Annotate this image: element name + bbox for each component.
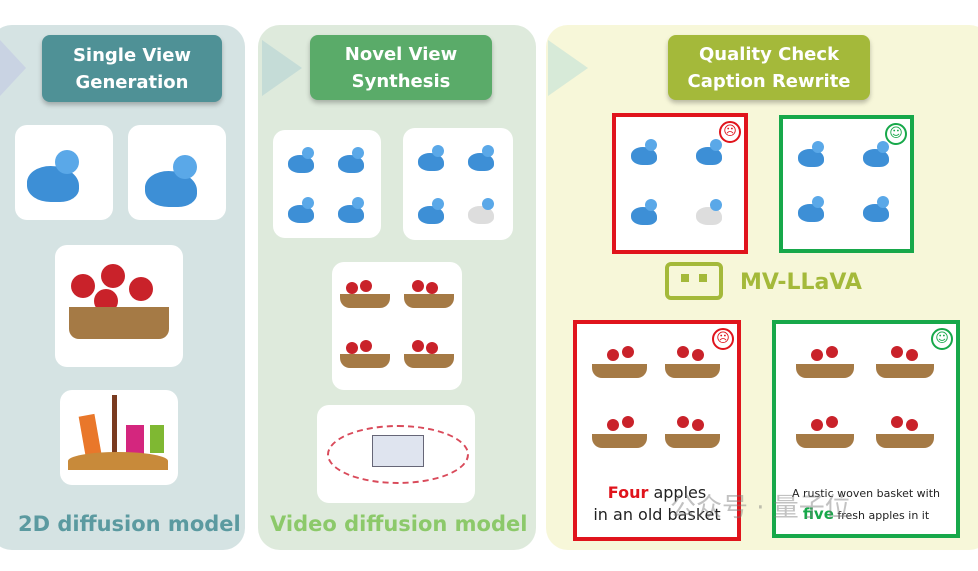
good-caption: A rustic woven basket with five fresh ap… (776, 484, 956, 526)
camera-trajectory-diagram (317, 405, 475, 503)
flow-arrow-icon (548, 40, 588, 96)
header-line: Single View (72, 44, 192, 66)
bird-multiview-image (273, 130, 381, 238)
footer-video-diffusion-model: Video diffusion model (270, 512, 528, 536)
stage-header-quality-check: Quality Check Caption Rewrite (668, 35, 870, 100)
caption-text: A rustic woven basket with (792, 487, 940, 500)
happy-face-icon: ☺ (931, 328, 953, 350)
flow-arrow-icon (262, 40, 302, 96)
caption-count-wrong: Four (607, 483, 649, 502)
caption-text: fresh apples in it (833, 509, 930, 522)
header-line: Quality Check (698, 43, 840, 65)
bird-multiview-image (403, 128, 513, 240)
bird-image (15, 125, 113, 220)
flow-arrow-icon (0, 40, 26, 96)
header-line: Novel View (344, 43, 458, 65)
bird-image (128, 125, 226, 220)
watermark: 公众号 · 量子位 (670, 493, 851, 523)
sad-face-icon: ☹ (719, 121, 741, 143)
header-line: Synthesis (351, 70, 451, 92)
bad-caption: Four apples in an old basket (577, 482, 737, 526)
happy-face-icon: ☺ (885, 123, 907, 145)
rejected-apple-views: ☹ Four apples in an old basket (573, 320, 741, 541)
caption-text: apples (648, 483, 707, 502)
robot-icon (665, 262, 723, 300)
footer-2d-diffusion-model: 2D diffusion model (18, 512, 241, 536)
stage-header-single-view: Single View Generation (42, 35, 222, 102)
accepted-apple-views: ☺ A rustic woven basket with five fresh … (772, 320, 960, 538)
model-label: MV-LLaVA (740, 270, 862, 295)
stage-header-novel-view: Novel View Synthesis (310, 35, 492, 100)
sad-face-icon: ☹ (712, 328, 734, 350)
apple-basket-image (55, 245, 183, 367)
caption-text: in an old basket (593, 505, 721, 524)
header-line: Caption Rewrite (687, 70, 851, 92)
rejected-bird-views: ☹ (612, 113, 748, 254)
paint-tubes-image (60, 390, 178, 485)
accepted-bird-views: ☺ (779, 115, 914, 253)
apple-multiview-image (332, 262, 462, 390)
caption-count-correct: five (802, 505, 834, 523)
header-line: Generation (75, 71, 189, 93)
